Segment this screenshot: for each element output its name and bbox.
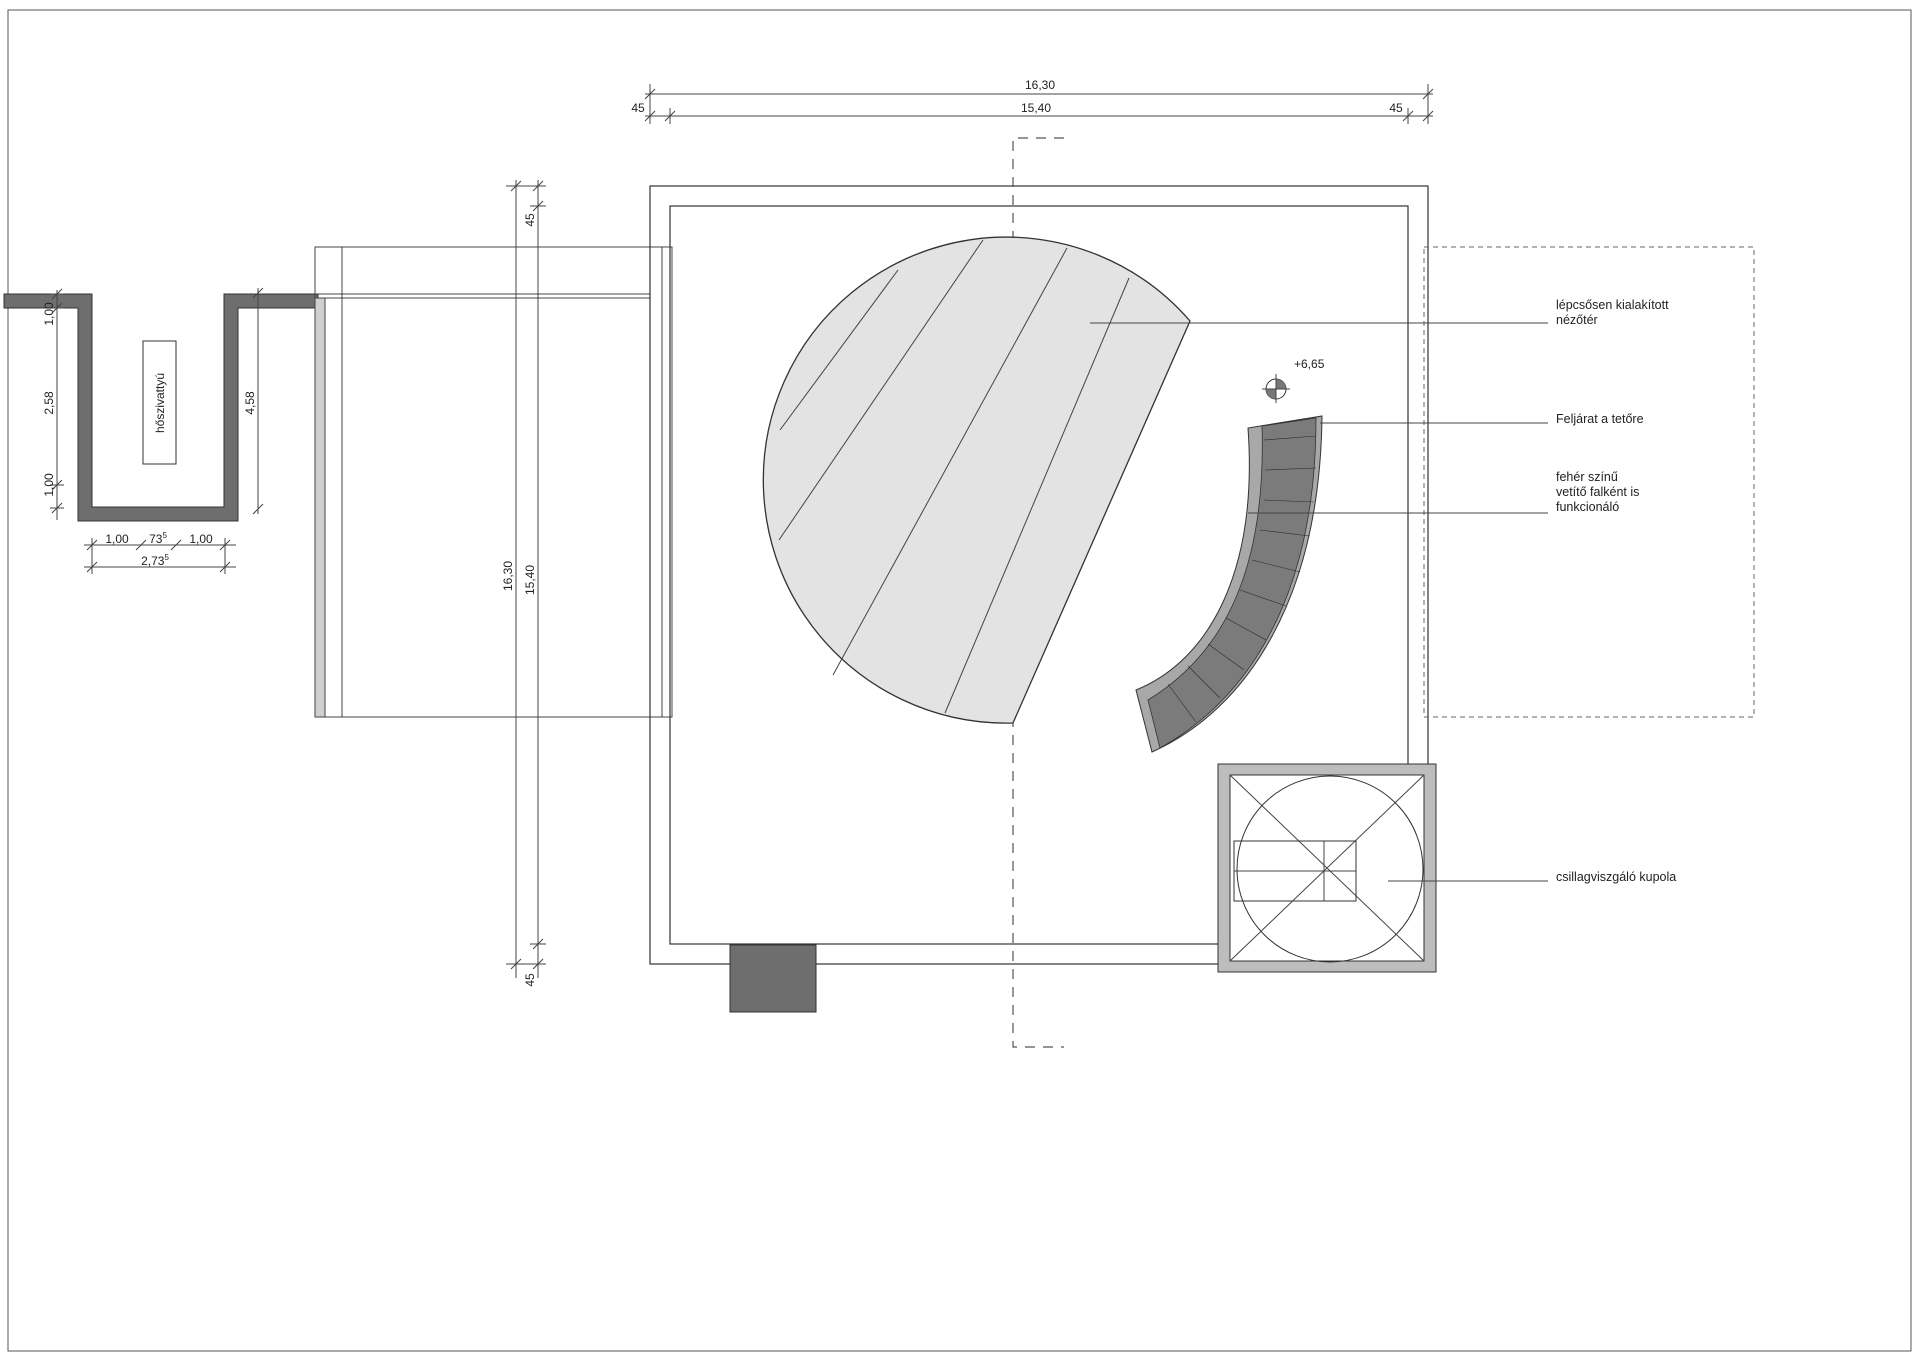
screen-wall-label-line3: funkcionáló (1556, 500, 1619, 514)
roof-overhang-dashed (1423, 246, 1755, 718)
dim-channel-right: 4,58 (243, 391, 257, 415)
dim-channel-bottom-mid-value: 73 (149, 532, 163, 546)
dim-top-left-margin: 45 (631, 101, 645, 115)
heat-pump-unit (142, 340, 177, 465)
seating-label-line2: nézőtér (1556, 313, 1598, 327)
screen-wall-label: fehér színű vetítő falként is funkcionál… (1556, 470, 1643, 514)
dim-vertical-overall: 16,30 (501, 561, 515, 591)
heat-pump-channel: hőszivattyú 1,00 2,58 1,00 4,58 1,00 735… (3, 287, 650, 574)
dim-channel-left-mid: 2,58 (42, 391, 56, 415)
dim-top-inner: 15,40 (1021, 101, 1051, 115)
seating-circle-segment (762, 236, 1191, 724)
main-building-outline (649, 185, 1429, 965)
dim-channel-bottom-left: 1,00 (105, 532, 129, 546)
dim-channel-total-value: 2,73 (141, 554, 165, 568)
dim-top-right-margin: 45 (1389, 101, 1403, 115)
level-label: +6,65 (1294, 357, 1325, 371)
dim-channel-left-bottom: 1,00 (42, 473, 56, 497)
heat-pump-label: hőszivattyú (153, 373, 167, 433)
seating-label-line1: lépcsősen kialakított (1556, 298, 1669, 312)
dome-label: csillagviszgáló kupola (1556, 870, 1676, 884)
screen-wall-label-line1: fehér színű (1556, 470, 1618, 484)
sheet-border (7, 9, 1912, 1352)
roof-access-label: Feljárat a tetőre (1556, 412, 1644, 426)
top-dimension-chain: 16,30 15,40 45 45 (631, 78, 1434, 124)
dim-channel-bottom-right: 1,00 (189, 532, 213, 546)
dim-vertical-top-margin: 45 (523, 213, 537, 227)
annex-box (314, 246, 673, 718)
dim-channel-left-top: 1,00 (42, 302, 56, 326)
dim-channel-total: 2,735 (141, 553, 169, 568)
seating-label: lépcsősen kialakított nézőtér (1556, 298, 1672, 327)
screen-wall-label-line2: vetítő falként is (1556, 485, 1639, 499)
dim-vertical-inner: 15,40 (523, 565, 537, 595)
observatory-dome (1217, 763, 1437, 973)
entrance-block (729, 944, 817, 1013)
dim-channel-total-sup: 5 (164, 553, 169, 562)
dim-channel-bottom-mid-sup: 5 (162, 531, 167, 540)
curved-stair (1135, 415, 1323, 753)
dim-vertical-bottom-margin: 45 (523, 973, 537, 987)
dim-top-overall: 16,30 (1025, 78, 1055, 92)
dim-channel-bottom-mid: 735 (149, 531, 167, 546)
level-marker: +6,65 (1262, 357, 1325, 403)
vertical-dimension-chain: 16,30 15,40 45 45 (501, 180, 546, 987)
tiered-seating (762, 236, 1191, 724)
